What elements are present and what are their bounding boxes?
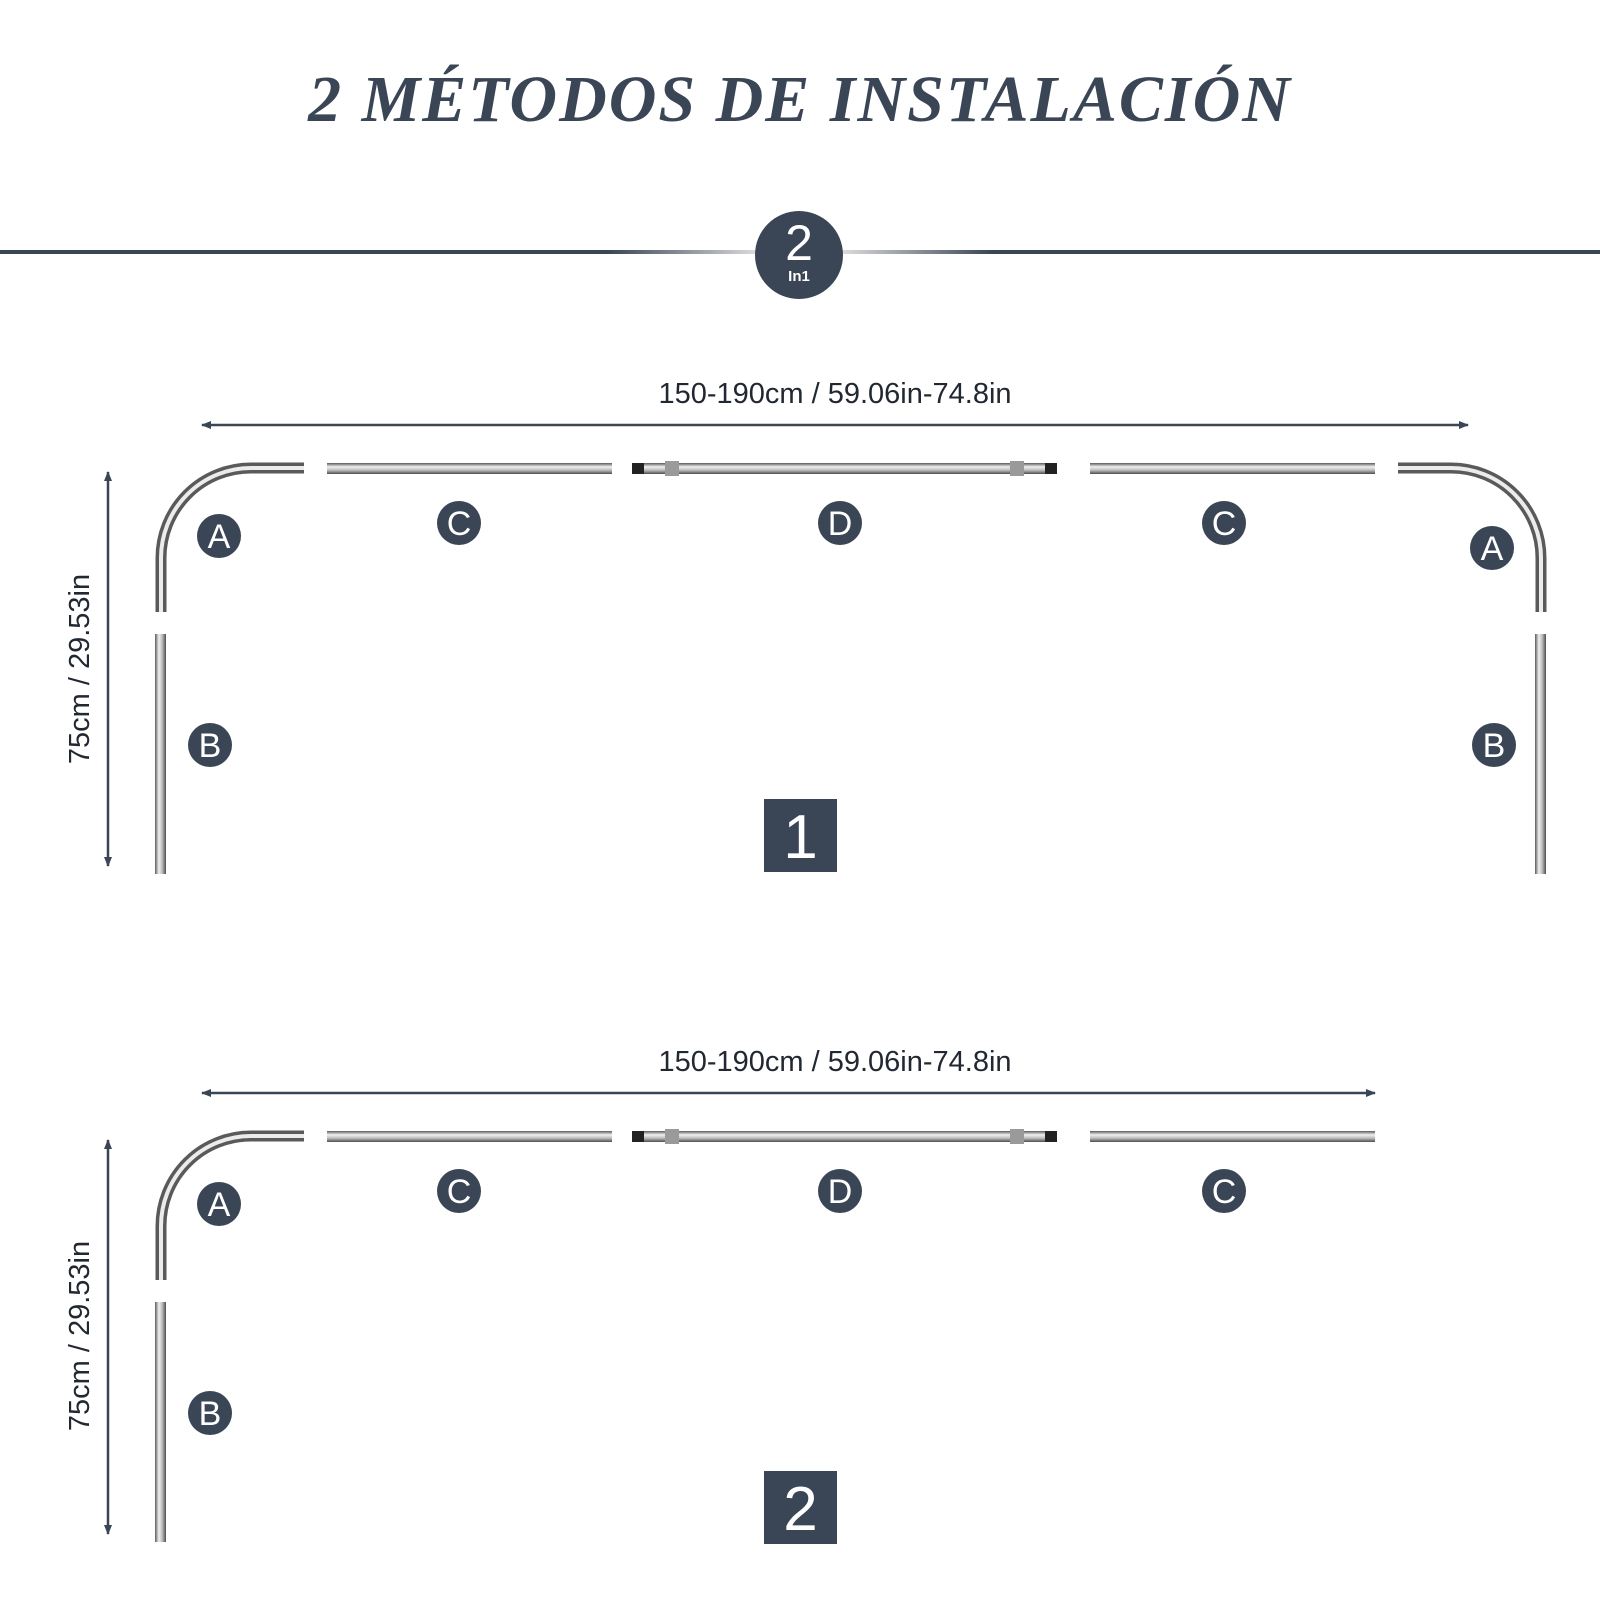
telescopic-rod-middle — [632, 463, 1057, 474]
svg-text:A: A — [208, 518, 231, 556]
leg-rod-right — [1535, 634, 1546, 874]
telescopic-rod-middle — [632, 1131, 1057, 1142]
method-2: 150-190cm / 59.06in-74.8in 75cm / 29.53i… — [64, 1046, 1376, 1544]
part-label-c-left: C — [437, 1169, 481, 1213]
svg-text:C: C — [447, 505, 472, 543]
svg-text:A: A — [208, 1186, 231, 1224]
straight-rod-right — [1090, 463, 1375, 474]
svg-text:C: C — [1212, 505, 1237, 543]
part-label-d: D — [818, 1169, 862, 1213]
svg-text:B: B — [199, 1395, 222, 1433]
part-label-c-left: C — [437, 501, 481, 545]
svg-text:C: C — [447, 1173, 472, 1211]
corner-rod-right — [1398, 462, 1547, 612]
part-label-c-right: C — [1202, 501, 1246, 545]
width-label: 150-190cm / 59.06in-74.8in — [658, 378, 1011, 410]
part-label-a-left: A — [197, 1182, 241, 1226]
part-label-a-right: A — [1470, 526, 1514, 570]
svg-text:D: D — [828, 1173, 853, 1211]
two-in-one-badge: 2 In1 — [755, 211, 843, 299]
svg-text:B: B — [1483, 727, 1506, 765]
straight-rod-left — [327, 1131, 612, 1142]
leg-rod-left — [155, 1302, 166, 1542]
part-label-a-left: A — [197, 514, 241, 558]
leg-rod-left — [155, 634, 166, 874]
method-number-box: 2 — [764, 1471, 837, 1544]
part-label-b-left: B — [188, 723, 232, 767]
badge-subtext: In1 — [788, 268, 810, 285]
svg-text:2: 2 — [783, 1475, 817, 1544]
straight-rod-right — [1090, 1131, 1375, 1142]
straight-rod-left — [327, 463, 612, 474]
method-1: 150-190cm / 59.06in-74.8in 75cm / 29.53i… — [64, 378, 1547, 874]
part-label-b-right: B — [1472, 723, 1516, 767]
svg-text:1: 1 — [783, 803, 817, 872]
height-label: 75cm / 29.53in — [64, 1241, 96, 1431]
part-label-d: D — [818, 501, 862, 545]
method-number-box: 1 — [764, 799, 837, 872]
part-label-b-left: B — [188, 1391, 232, 1435]
height-label: 75cm / 29.53in — [64, 574, 96, 764]
page-title: 2 MÉTODOS DE INSTALACIÓN — [308, 63, 1292, 136]
width-label: 150-190cm / 59.06in-74.8in — [658, 1046, 1011, 1078]
part-label-c-right: C — [1202, 1169, 1246, 1213]
svg-text:B: B — [199, 727, 222, 765]
svg-text:C: C — [1212, 1173, 1237, 1211]
svg-text:A: A — [1481, 530, 1504, 568]
badge-number: 2 — [785, 215, 813, 271]
svg-text:D: D — [828, 505, 853, 543]
